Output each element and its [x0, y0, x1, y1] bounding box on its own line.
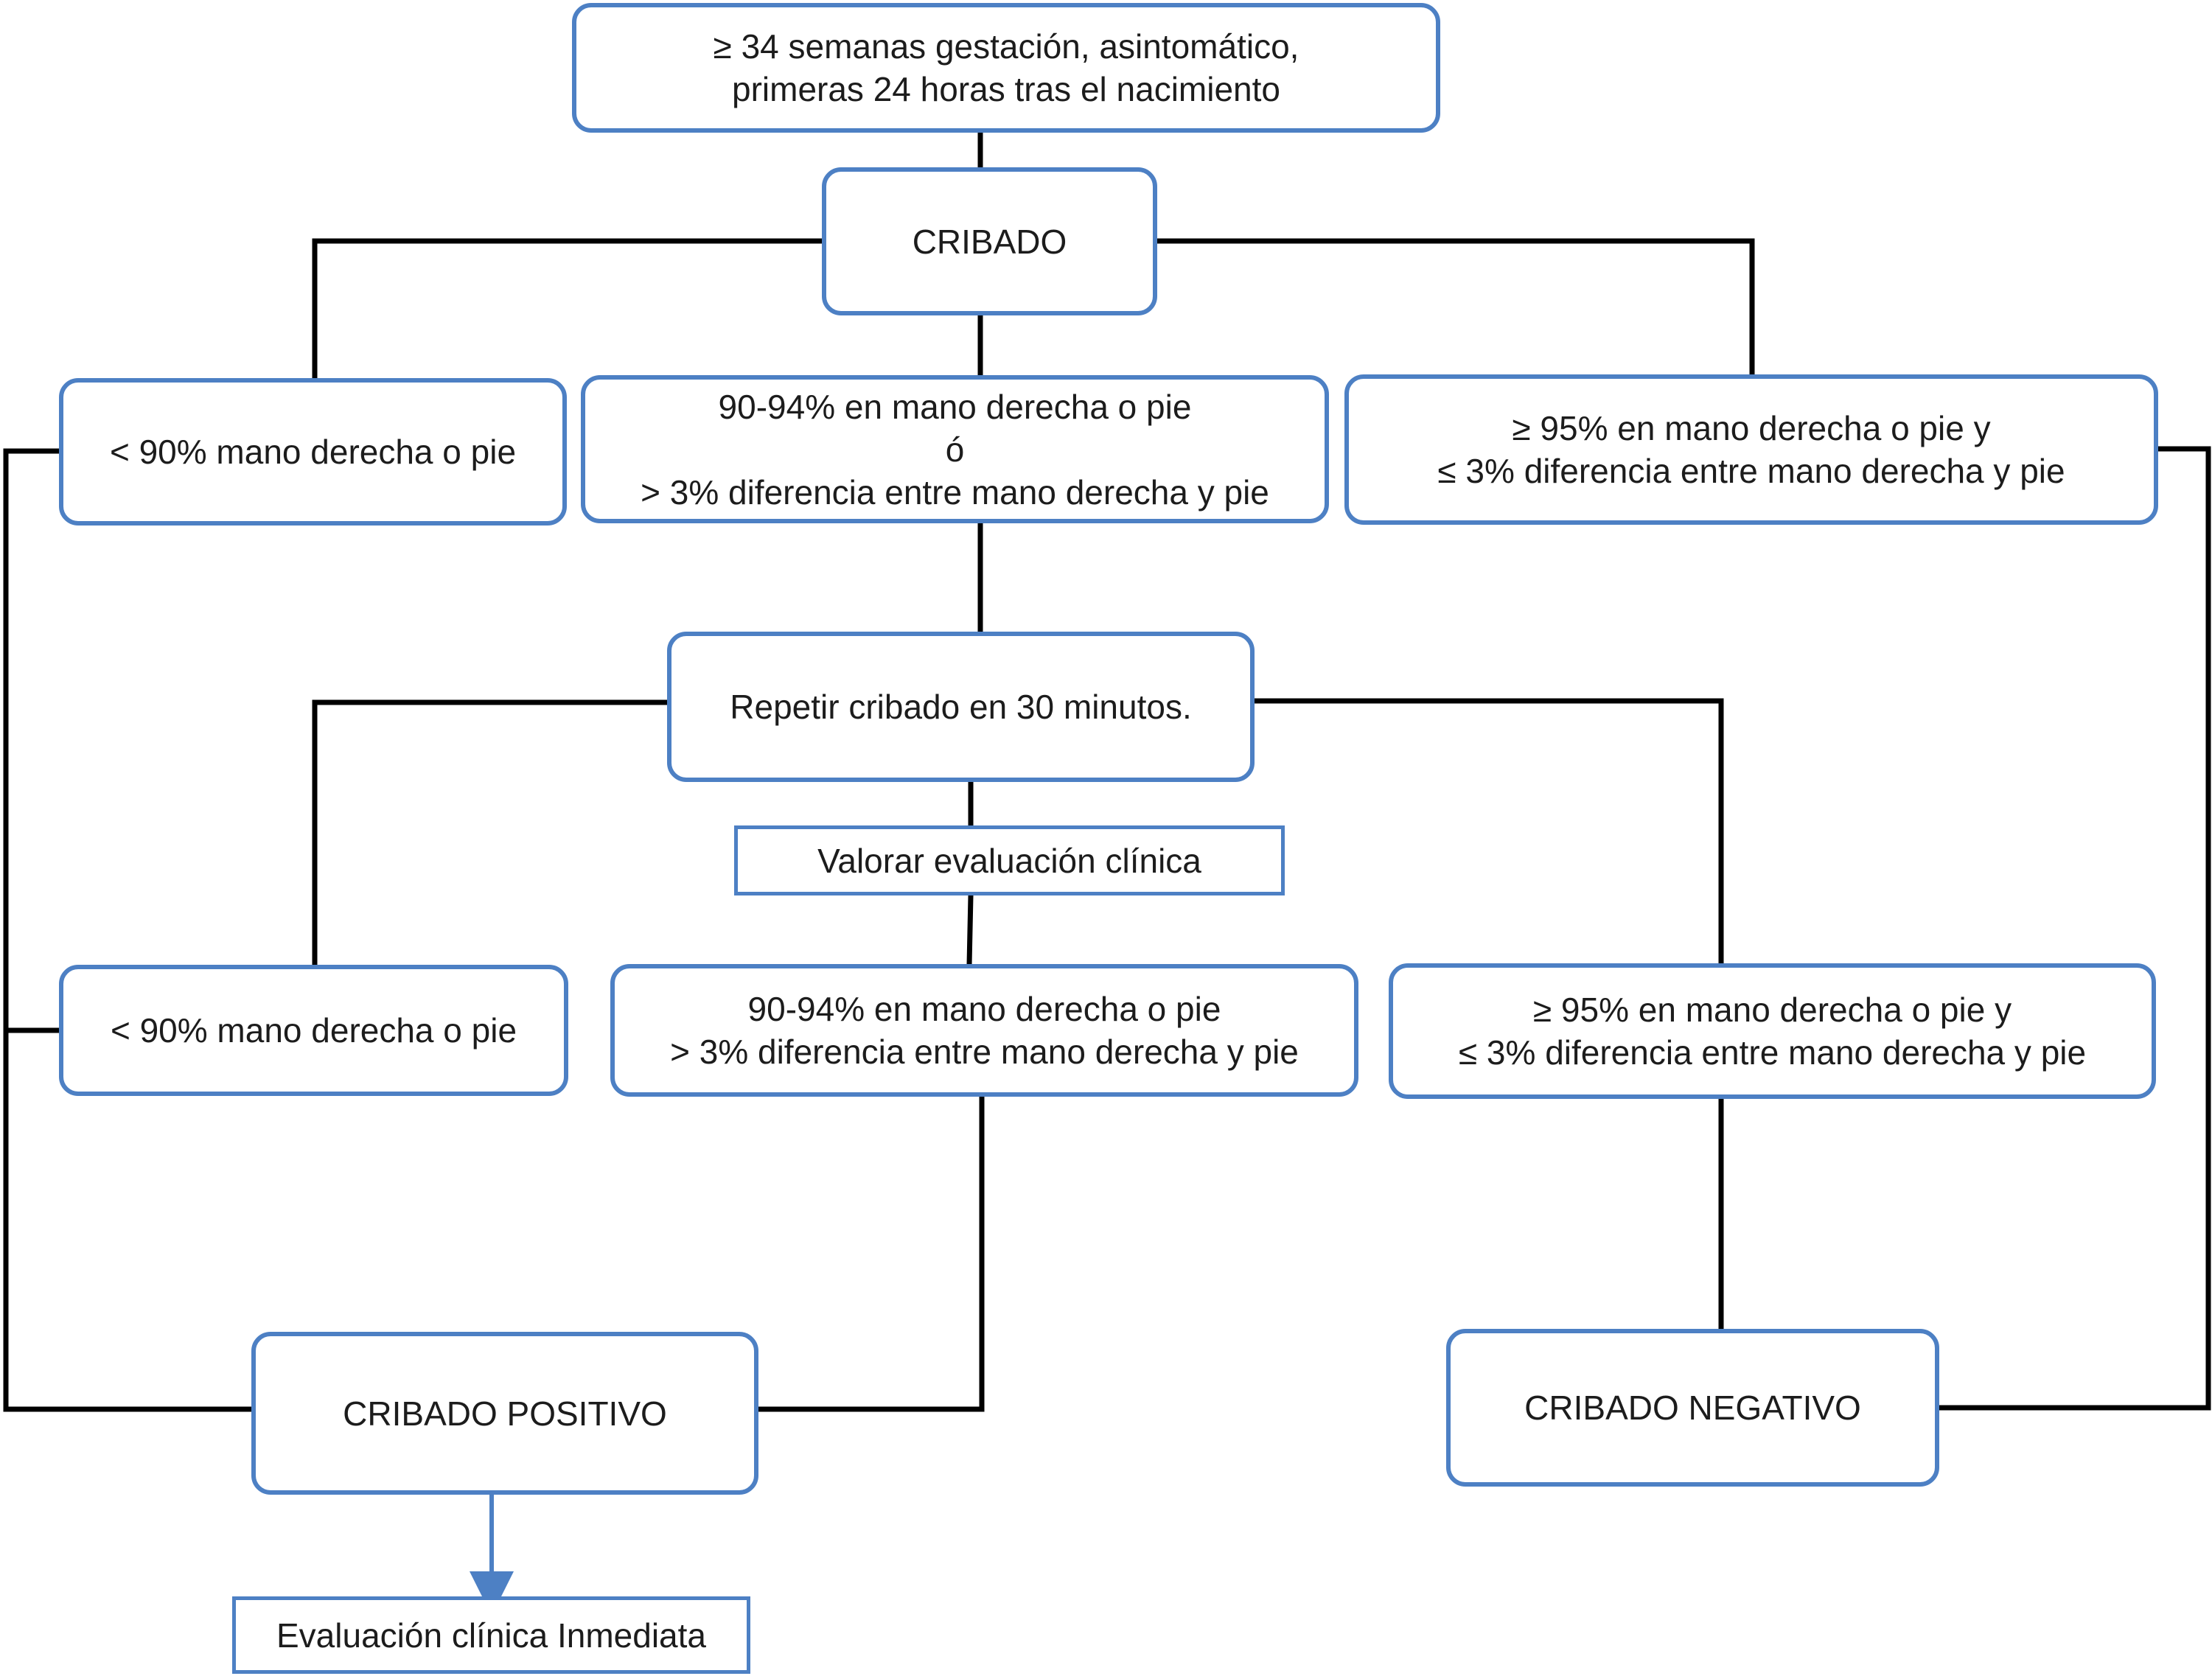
- connector-cribado-low1: [312, 238, 825, 381]
- intermediate2-line-2: > 3% diferencia entre mano derecha y pie: [670, 1033, 1299, 1071]
- normal2-line-1: ≥ 95% en mano derecha o pie y: [1532, 991, 2012, 1029]
- clinical-evaluation-note: Valorar evaluación clínica: [734, 825, 1285, 895]
- low-saturation-box-1: < 90% mano derecha o pie: [59, 378, 567, 526]
- connector-mid2-positivo: [753, 1093, 985, 1412]
- intermediate-line-3: > 3% diferencia entre mano derecha y pie: [641, 472, 1269, 511]
- intermediate-saturation-box-1: 90-94% en mano derecha o pie ó > 3% dife…: [581, 375, 1329, 523]
- low-saturation-box-2: < 90% mano derecha o pie: [59, 965, 568, 1096]
- negative-screening-label: CRIBADO NEGATIVO: [1524, 1389, 1861, 1427]
- positive-screening-box: CRIBADO POSITIVO: [251, 1332, 758, 1495]
- normal-line-1: ≥ 95% en mano derecha o pie y: [1512, 409, 1991, 447]
- normal2-line-2: ≤ 3% diferencia entre mano derecha y pie: [1458, 1033, 2087, 1072]
- intermediate-line-1: 90-94% en mano derecha o pie: [718, 387, 1192, 426]
- positive-screening-label: CRIBADO POSITIVO: [343, 1394, 667, 1433]
- cribado-box: CRIBADO: [822, 167, 1157, 315]
- negative-screening-box: CRIBADO NEGATIVO: [1446, 1329, 1939, 1487]
- start-line-2: primeras 24 horas tras el nacimiento: [732, 70, 1280, 108]
- intermediate-line-2: ó: [945, 430, 965, 469]
- normal-saturation-box-2: ≥ 95% en mano derecha o pie y ≤ 3% difer…: [1389, 963, 2156, 1099]
- intermediate2-line-1: 90-94% en mano derecha o pie: [747, 990, 1221, 1028]
- repeat-screening-box: Repetir cribado en 30 minutos.: [667, 632, 1255, 782]
- start-line-1: ≥ 34 semanas gestación, asintomático,: [713, 27, 1299, 66]
- normal-saturation-box-1: ≥ 95% en mano derecha o pie y ≤ 3% difer…: [1344, 374, 2158, 525]
- connector-high1-negativo: [1934, 446, 2211, 1411]
- cribado-label: CRIBADO: [912, 222, 1067, 261]
- low-saturation-label-2: < 90% mano derecha o pie: [110, 1011, 517, 1050]
- start-box: ≥ 34 semanas gestación, asintomático, pr…: [572, 3, 1440, 133]
- connector-cribado-high1: [1154, 238, 1755, 377]
- connector-repeat-high2: [1252, 698, 1724, 967]
- connector-low1-positivo: [3, 448, 258, 1412]
- clinical-evaluation-note-label: Valorar evaluación clínica: [817, 841, 1201, 880]
- normal-line-2: ≤ 3% diferencia entre mano derecha y pie: [1437, 452, 2065, 490]
- connector-repeat-low2: [312, 699, 670, 968]
- immediate-clinical-evaluation-box: Evaluación clínica Inmediata: [232, 1596, 750, 1674]
- intermediate-saturation-box-2: 90-94% en mano derecha o pie > 3% difere…: [610, 964, 1358, 1097]
- repeat-screening-label: Repetir cribado en 30 minutos.: [730, 688, 1192, 726]
- immediate-clinical-evaluation-label: Evaluación clínica Inmediata: [276, 1616, 706, 1655]
- connector-valorar-mid2: [966, 893, 974, 968]
- low-saturation-label-1: < 90% mano derecha o pie: [109, 433, 517, 471]
